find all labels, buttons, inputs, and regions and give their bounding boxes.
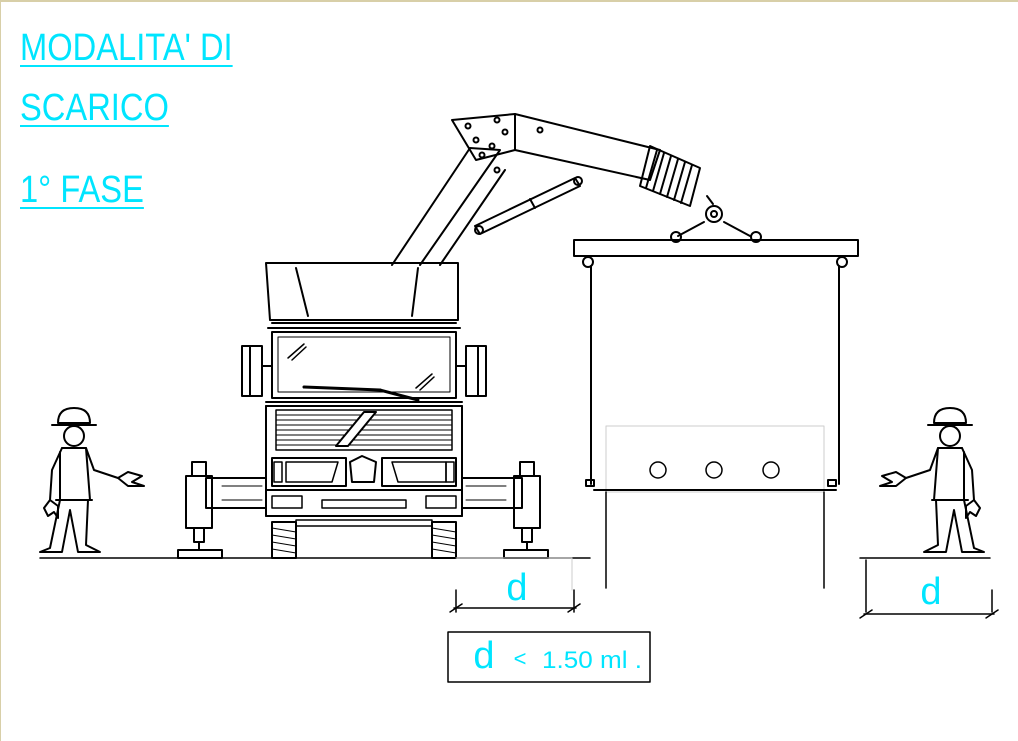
concrete-block — [593, 425, 837, 589]
title-line-1: MODALITA' DI — [20, 27, 233, 69]
dimension-label-right: d — [920, 571, 941, 613]
note-value: 1.50 ml . — [542, 647, 642, 674]
title-line-2: SCARICO — [20, 87, 169, 129]
distance-note: d < 1.50 ml . — [447, 631, 651, 683]
worker-left-icon — [39, 407, 145, 553]
crane-arm — [391, 113, 762, 266]
note-symbol: d — [473, 635, 494, 677]
dimension-right — [859, 559, 999, 619]
dimension-label-left: d — [506, 567, 527, 609]
worker-right-icon — [879, 407, 985, 553]
lifting-beam — [573, 239, 859, 487]
note-operator: < — [514, 646, 527, 671]
truck — [177, 262, 549, 559]
title-phase: 1° FASE — [20, 169, 144, 211]
dimension-left — [449, 557, 581, 613]
